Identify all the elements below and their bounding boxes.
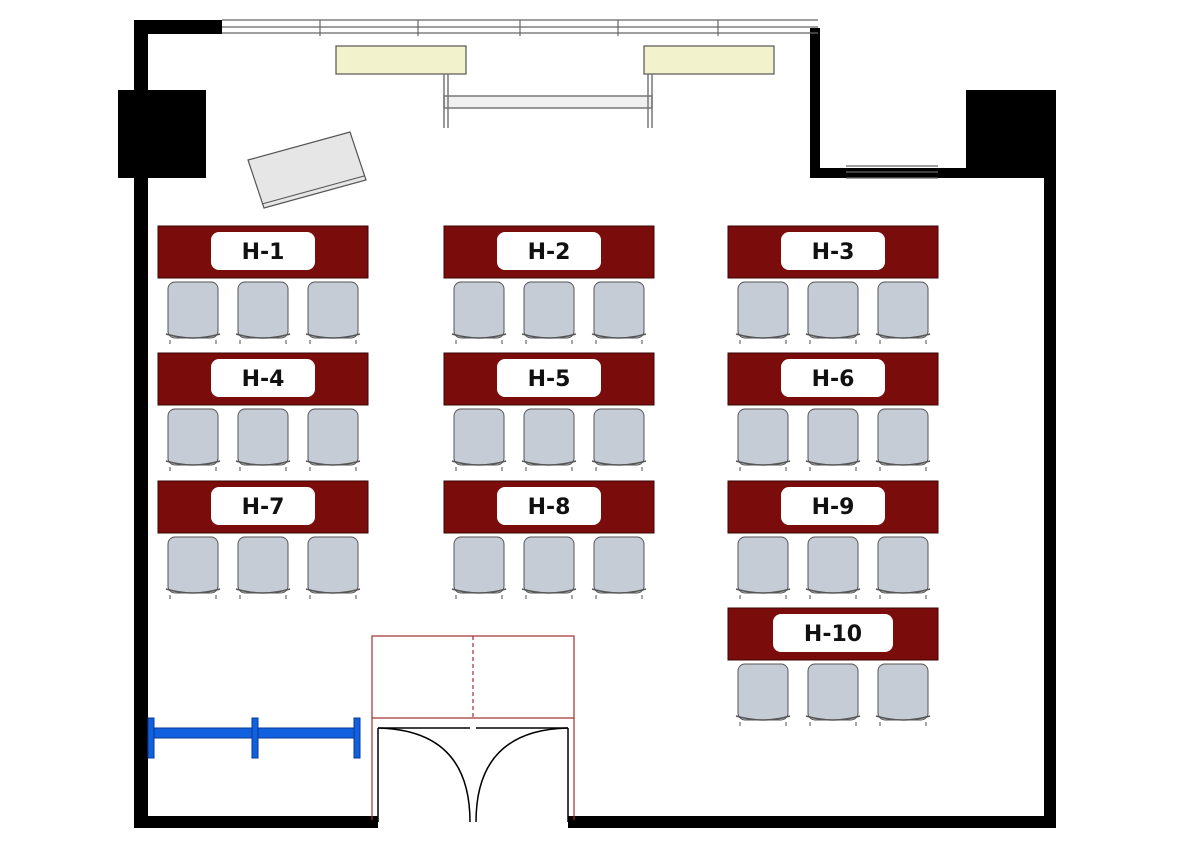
chair — [451, 281, 507, 344]
chair — [235, 536, 291, 599]
desk-h-7: H-7 — [157, 480, 369, 599]
desk-h-4: H-4 — [157, 352, 369, 471]
chair — [305, 281, 361, 344]
chair — [165, 408, 221, 471]
desk-label-background — [211, 487, 315, 525]
walls — [118, 20, 1056, 828]
chair — [805, 663, 861, 726]
chair — [451, 408, 507, 471]
desk-h-6: H-6 — [727, 352, 939, 471]
lectern — [247, 131, 367, 209]
desk-label: H-7 — [242, 495, 285, 520]
desk-h-10: H-10 — [727, 607, 939, 726]
desk-label: H-4 — [242, 367, 285, 392]
double-door — [377, 727, 569, 823]
desk-label: H-3 — [812, 240, 855, 265]
desk-label-background — [497, 232, 601, 270]
wall-south-left — [134, 816, 378, 828]
chair — [235, 281, 291, 344]
door-frame — [371, 635, 575, 820]
desk-label: H-2 — [528, 240, 571, 265]
bench — [147, 717, 361, 759]
chair — [875, 281, 931, 344]
chair — [735, 281, 791, 344]
desk-h-1: H-1 — [157, 225, 369, 344]
desk-label: H-6 — [812, 367, 855, 392]
chair — [875, 663, 931, 726]
chair — [235, 408, 291, 471]
desk-label-background — [773, 614, 893, 652]
wall-west — [134, 20, 148, 828]
chair — [451, 536, 507, 599]
wall-east — [1044, 168, 1056, 828]
desk-label-background — [781, 487, 885, 525]
desk-label-background — [211, 232, 315, 270]
desk-label-background — [781, 359, 885, 397]
chair — [735, 663, 791, 726]
wall-south-right — [568, 816, 1056, 828]
chair — [305, 536, 361, 599]
desk-label: H-9 — [812, 495, 855, 520]
chair — [875, 408, 931, 471]
desk-h-8: H-8 — [443, 480, 655, 599]
wall-north-left — [134, 20, 222, 34]
chair — [521, 281, 577, 344]
wall-notch-bottom — [810, 168, 1050, 178]
desk-groups: H-1 H-2 H-3 H-4 H-5 H-6 H-7 H-8 H-9 H-10 — [157, 225, 939, 726]
teacher-table — [443, 74, 653, 128]
desk-h-9: H-9 — [727, 480, 939, 599]
door-swing-right — [475, 727, 569, 823]
chair — [591, 408, 647, 471]
chair — [805, 281, 861, 344]
desk-label: H-8 — [528, 495, 571, 520]
desk-label: H-1 — [242, 240, 285, 265]
chair — [305, 408, 361, 471]
desk-label: H-5 — [528, 367, 571, 392]
door-swing-left — [377, 727, 471, 823]
chair — [165, 536, 221, 599]
chair — [521, 408, 577, 471]
desk-label: H-10 — [804, 622, 862, 647]
whiteboard-left — [335, 45, 467, 75]
desk-label-background — [211, 359, 315, 397]
whiteboard-right — [643, 45, 775, 75]
chair — [591, 281, 647, 344]
chair — [165, 281, 221, 344]
chair — [735, 408, 791, 471]
desk-h-5: H-5 — [443, 352, 655, 471]
east-window — [846, 165, 938, 179]
column-right — [966, 90, 1056, 178]
chair — [591, 536, 647, 599]
chair — [805, 408, 861, 471]
north-window — [222, 19, 818, 36]
desk-label-background — [497, 487, 601, 525]
desk-label-background — [781, 232, 885, 270]
chair — [735, 536, 791, 599]
chair — [875, 536, 931, 599]
column-left — [118, 90, 206, 178]
desk-h-2: H-2 — [443, 225, 655, 344]
chair — [805, 536, 861, 599]
wall-north-right-stub — [810, 28, 820, 178]
desk-label-background — [497, 359, 601, 397]
chair — [521, 536, 577, 599]
desk-h-3: H-3 — [727, 225, 939, 344]
